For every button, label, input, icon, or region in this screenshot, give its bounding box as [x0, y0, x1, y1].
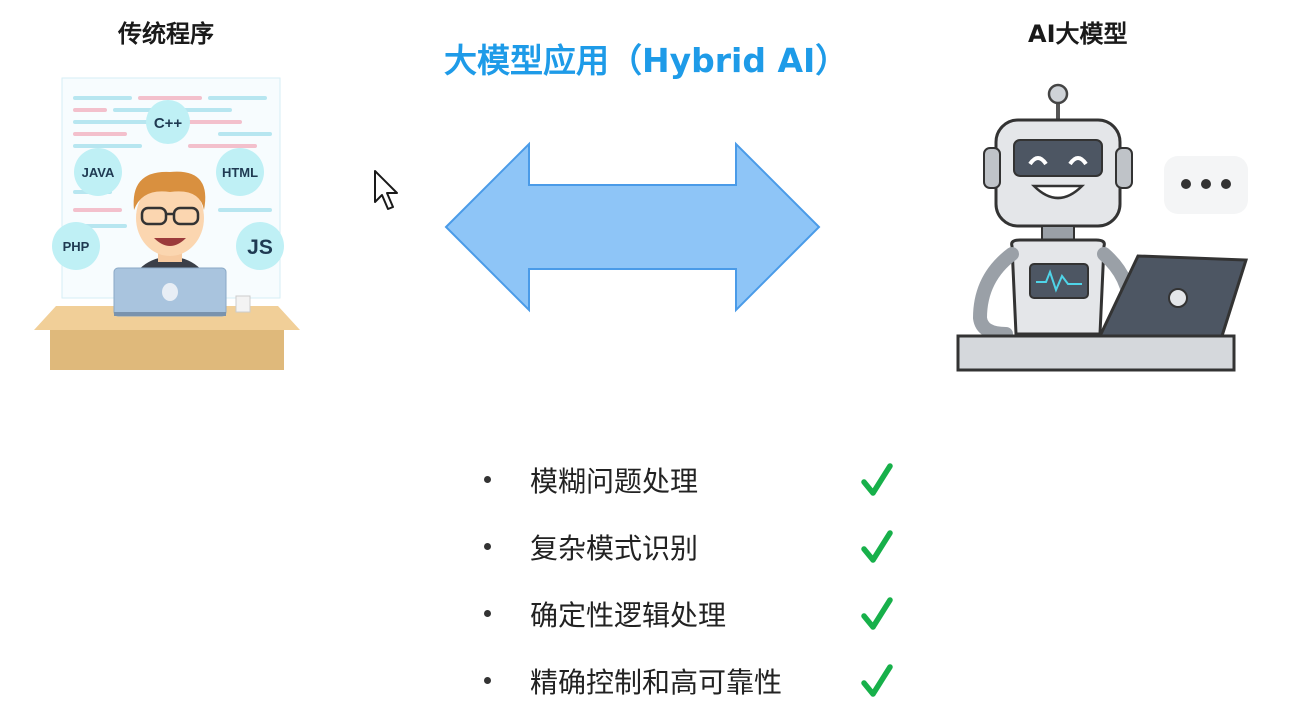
cursor-icon	[374, 170, 398, 210]
list-item: 精确控制和高可靠性	[480, 647, 910, 714]
feature-text: 确定性逻辑处理	[530, 598, 727, 632]
checkmark-icon	[861, 596, 893, 630]
feature-text: 模糊问题处理	[530, 464, 699, 498]
feature-text: 复杂模式识别	[530, 531, 699, 565]
bullet-icon	[484, 476, 491, 483]
lang-java: JAVA	[82, 165, 115, 180]
page-title: 大模型应用（Hybrid AI）	[444, 41, 849, 80]
ai-model-label: AI大模型	[1028, 20, 1128, 48]
bullet-icon	[484, 543, 491, 550]
lang-cpp: C++	[154, 115, 183, 132]
traditional-program-label: 传统程序	[118, 20, 214, 48]
bullet-icon	[484, 677, 491, 684]
checkmark-icon	[861, 529, 893, 563]
programmer-illustration: C++ JAVA HTML PHP JS	[34, 77, 300, 370]
lang-php: PHP	[63, 239, 90, 254]
list-item: 模糊问题处理	[480, 446, 910, 513]
bullet-icon	[484, 610, 491, 617]
list-item: 复杂模式识别	[480, 513, 910, 580]
feature-text: 精确控制和高可靠性	[530, 665, 783, 699]
lang-js: JS	[247, 236, 273, 259]
double-arrow-icon	[444, 141, 821, 313]
lang-html: HTML	[222, 165, 258, 180]
feature-list: 模糊问题处理 复杂模式识别 确定性逻辑处理 精确控制和高可靠性	[480, 446, 910, 714]
checkmark-icon	[861, 663, 893, 697]
robot-illustration	[956, 83, 1249, 372]
checkmark-icon	[861, 462, 893, 496]
list-item: 确定性逻辑处理	[480, 580, 910, 647]
